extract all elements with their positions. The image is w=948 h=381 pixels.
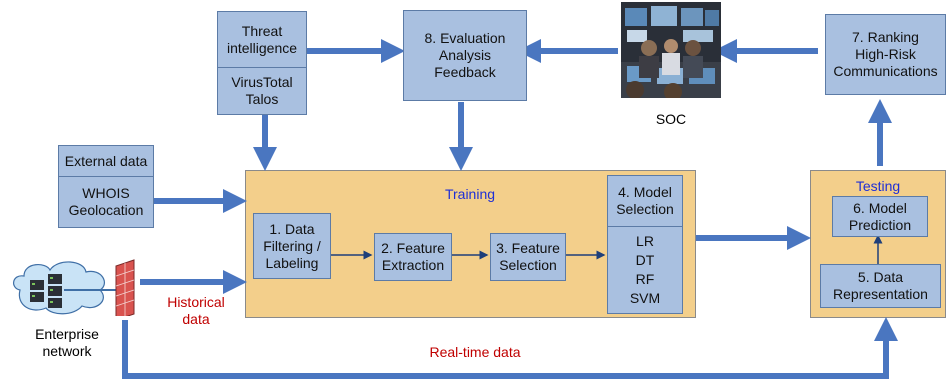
firewall-icon [115,259,135,316]
training-label: Training [444,186,496,202]
arrow-realtime-data [122,317,898,379]
soc-photo [621,2,721,98]
evaluation-box: 8. Evaluation Analysis Feedback [403,10,527,101]
virustotal-talos-box: VirusTotal Talos [217,67,307,115]
model-selection-box: 4. Model Selection [607,175,683,227]
data-representation-box: 5. Data Representation [820,264,941,308]
models-list-box: LR DT RF SVM [607,226,683,314]
whois-geolocation-box: WHOIS Geolocation [58,176,154,228]
enterprise-network-label: Enterprise network [35,326,99,359]
realtime-data-label: Real-time data [429,344,521,360]
historical-data-label: Historical data [167,294,225,327]
feature-selection-box: 3. Feature Selection [490,233,566,281]
model-prediction-box: 6. Model Prediction [832,196,928,237]
soc-label: SOC [655,111,687,127]
ranking-box: 7. Ranking High-Risk Communications [825,14,946,95]
data-filtering-box: 1. Data Filtering / Labeling [253,213,331,279]
enterprise-network-cloud-icon [13,259,135,316]
testing-label: Testing [855,178,901,194]
threat-intelligence-box: Threat intelligence [217,11,307,68]
feature-extraction-box: 2. Feature Extraction [374,233,452,281]
external-data-box: External data [58,145,154,177]
